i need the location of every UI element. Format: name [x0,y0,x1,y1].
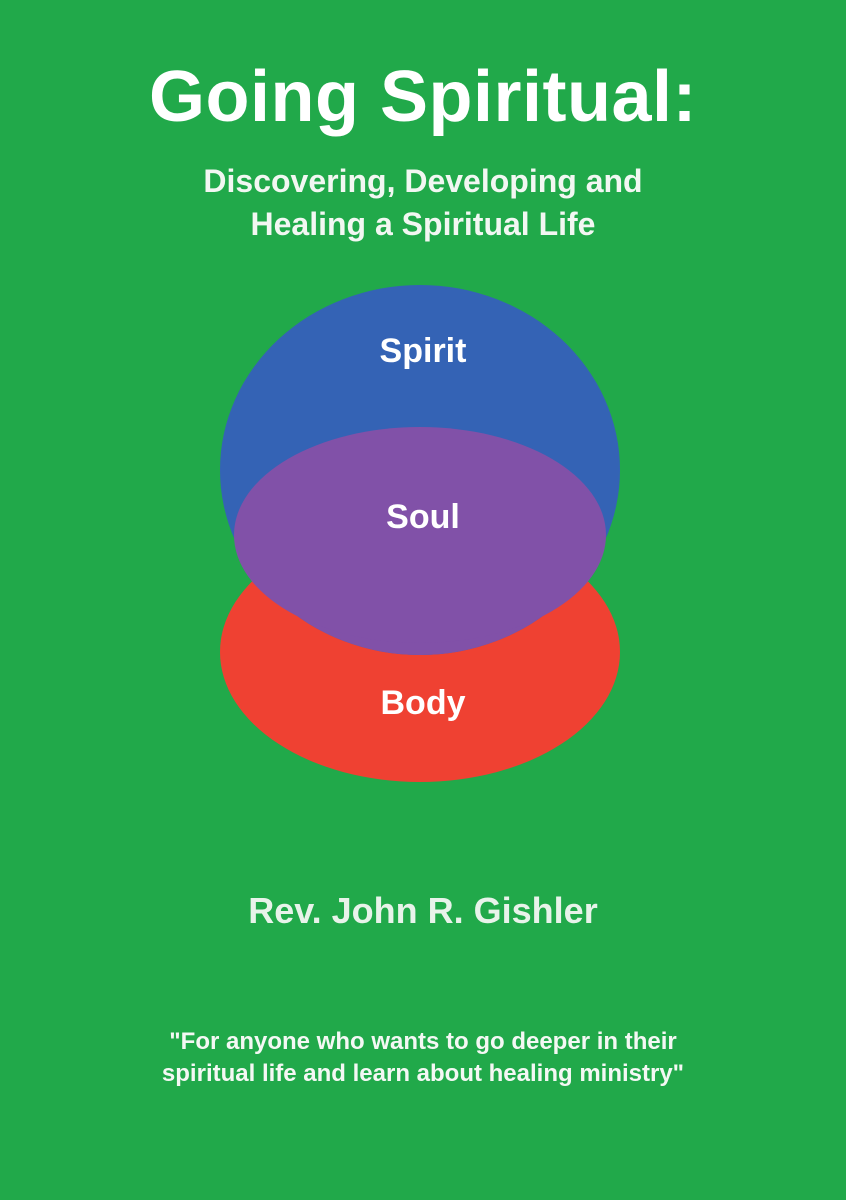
spirit-label: Spirit [380,332,467,370]
subtitle-line-1: Discovering, Developing and [203,163,643,199]
soul-region [234,427,606,643]
soul-label: Soul [386,498,460,536]
book-title: Going Spiritual: [149,57,697,137]
subtitle-line-2: Healing a Spiritual Life [250,206,596,242]
tagline-quote: "For anyone who wants to go deeper in th… [0,1026,846,1090]
body-label: Body [381,684,466,722]
quote-line-2: spiritual life and learn about healing m… [161,1060,685,1087]
book-subtitle: Discovering, Developing and Healing a Sp… [0,160,846,246]
author-name: Rev. John R. Gishler [248,890,598,931]
quote-line-1: "For anyone who wants to go deeper in th… [169,1028,677,1055]
